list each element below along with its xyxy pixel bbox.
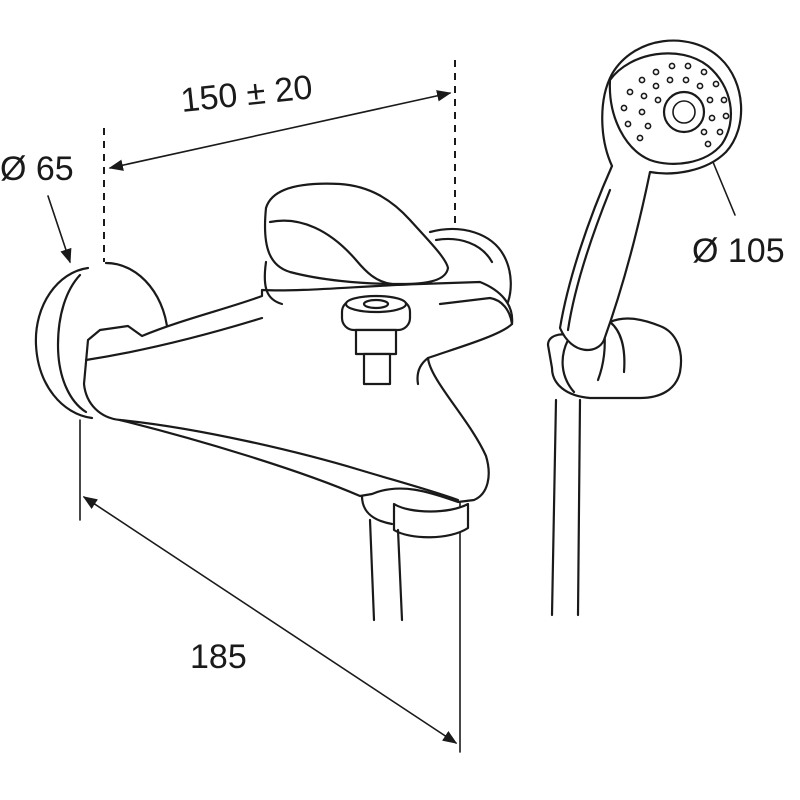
spout-outlet (360, 494, 470, 622)
mixer-body (82, 280, 514, 504)
shower-spray-face (620, 62, 730, 148)
hand-shower (558, 39, 743, 352)
shower-hose (550, 398, 582, 617)
mixer-lever (263, 182, 450, 306)
shower-head-diameter-label: Ø 105 (692, 232, 785, 270)
depth-dimension-label: 185 (190, 638, 247, 676)
flange-diameter-arrow (47, 195, 72, 264)
width-dimension-label: 150 ± 20 (179, 68, 314, 120)
depth-dimension-arrow (82, 496, 458, 744)
flange-diameter-dimension: Ø 65 (0, 150, 74, 264)
depth-dimension: 185 (79, 419, 461, 753)
wall-flange-right (428, 228, 512, 304)
shower-head-diameter-dimension: Ø 105 (692, 148, 785, 270)
width-dimension-arrow (108, 90, 452, 171)
flange-diameter-label: Ø 65 (0, 150, 74, 188)
diverter-knob (340, 294, 412, 386)
